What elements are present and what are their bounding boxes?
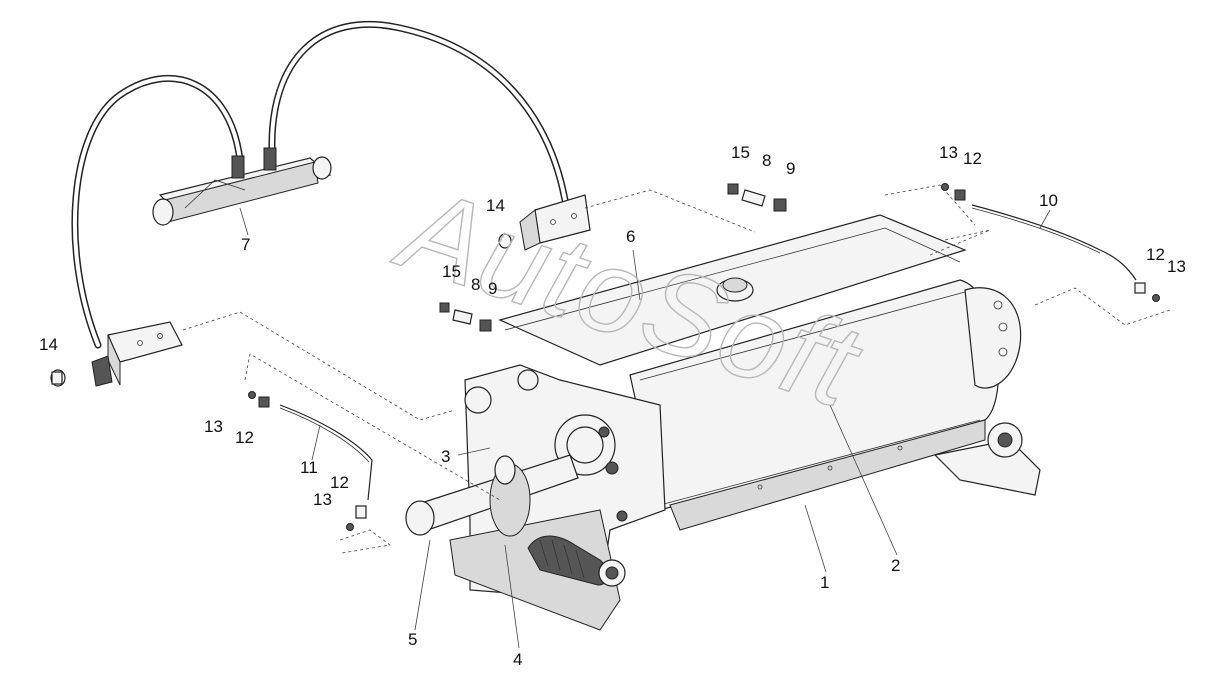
callout-1: 1 [820,573,829,592]
callout-13-left: 13 [204,417,223,436]
generator-body-part-2 [498,214,1041,531]
valve-block-part-7 [152,147,332,226]
callout-14-left: 14 [39,335,58,354]
bracket-top [519,194,591,251]
callout-15-top: 15 [731,143,750,162]
plug-14-left [50,369,66,387]
spring-part-4 [527,535,626,587]
fittings-mid [439,302,492,332]
guide-lines [182,184,1171,554]
callout-6: 6 [626,227,635,246]
callout-12-top-right: 12 [1146,245,1165,264]
callout-9-top: 9 [786,159,795,178]
callout-12-top-left: 12 [963,149,982,168]
callout-12-bottom: 12 [330,473,349,492]
callout-13-top-right: 13 [1167,257,1186,276]
callout-8-mid: 8 [471,275,480,294]
plug-14-top [498,233,512,249]
tube-part-10 [941,183,1160,302]
watermark: AutoSoft [382,161,876,434]
callout-3: 3 [441,447,450,466]
callout-13-top-left: 13 [939,143,958,162]
callout-7: 7 [241,235,250,254]
shaft-part-5 [405,454,579,537]
callout-13-bottom: 13 [313,490,332,509]
hose-assembly [71,20,569,349]
leader-lines [239,207,1051,649]
callout-15-mid: 15 [442,262,461,281]
callout-8-top: 8 [762,151,771,170]
callout-11: 11 [300,458,318,477]
callout-4: 4 [513,650,522,669]
callout-14-top: 14 [486,196,505,215]
callout-12-left: 12 [235,428,254,447]
fittings-top [727,183,787,212]
bracket-left [91,321,183,387]
callout-9-mid: 9 [488,279,497,298]
callout-labels: 1 2 3 4 5 6 7 15 8 9 15 8 9 10 11 13 12 … [39,143,1186,669]
callout-10: 10 [1039,191,1058,210]
callout-5: 5 [408,630,417,649]
callout-2: 2 [891,556,900,575]
tube-part-11 [248,391,373,531]
